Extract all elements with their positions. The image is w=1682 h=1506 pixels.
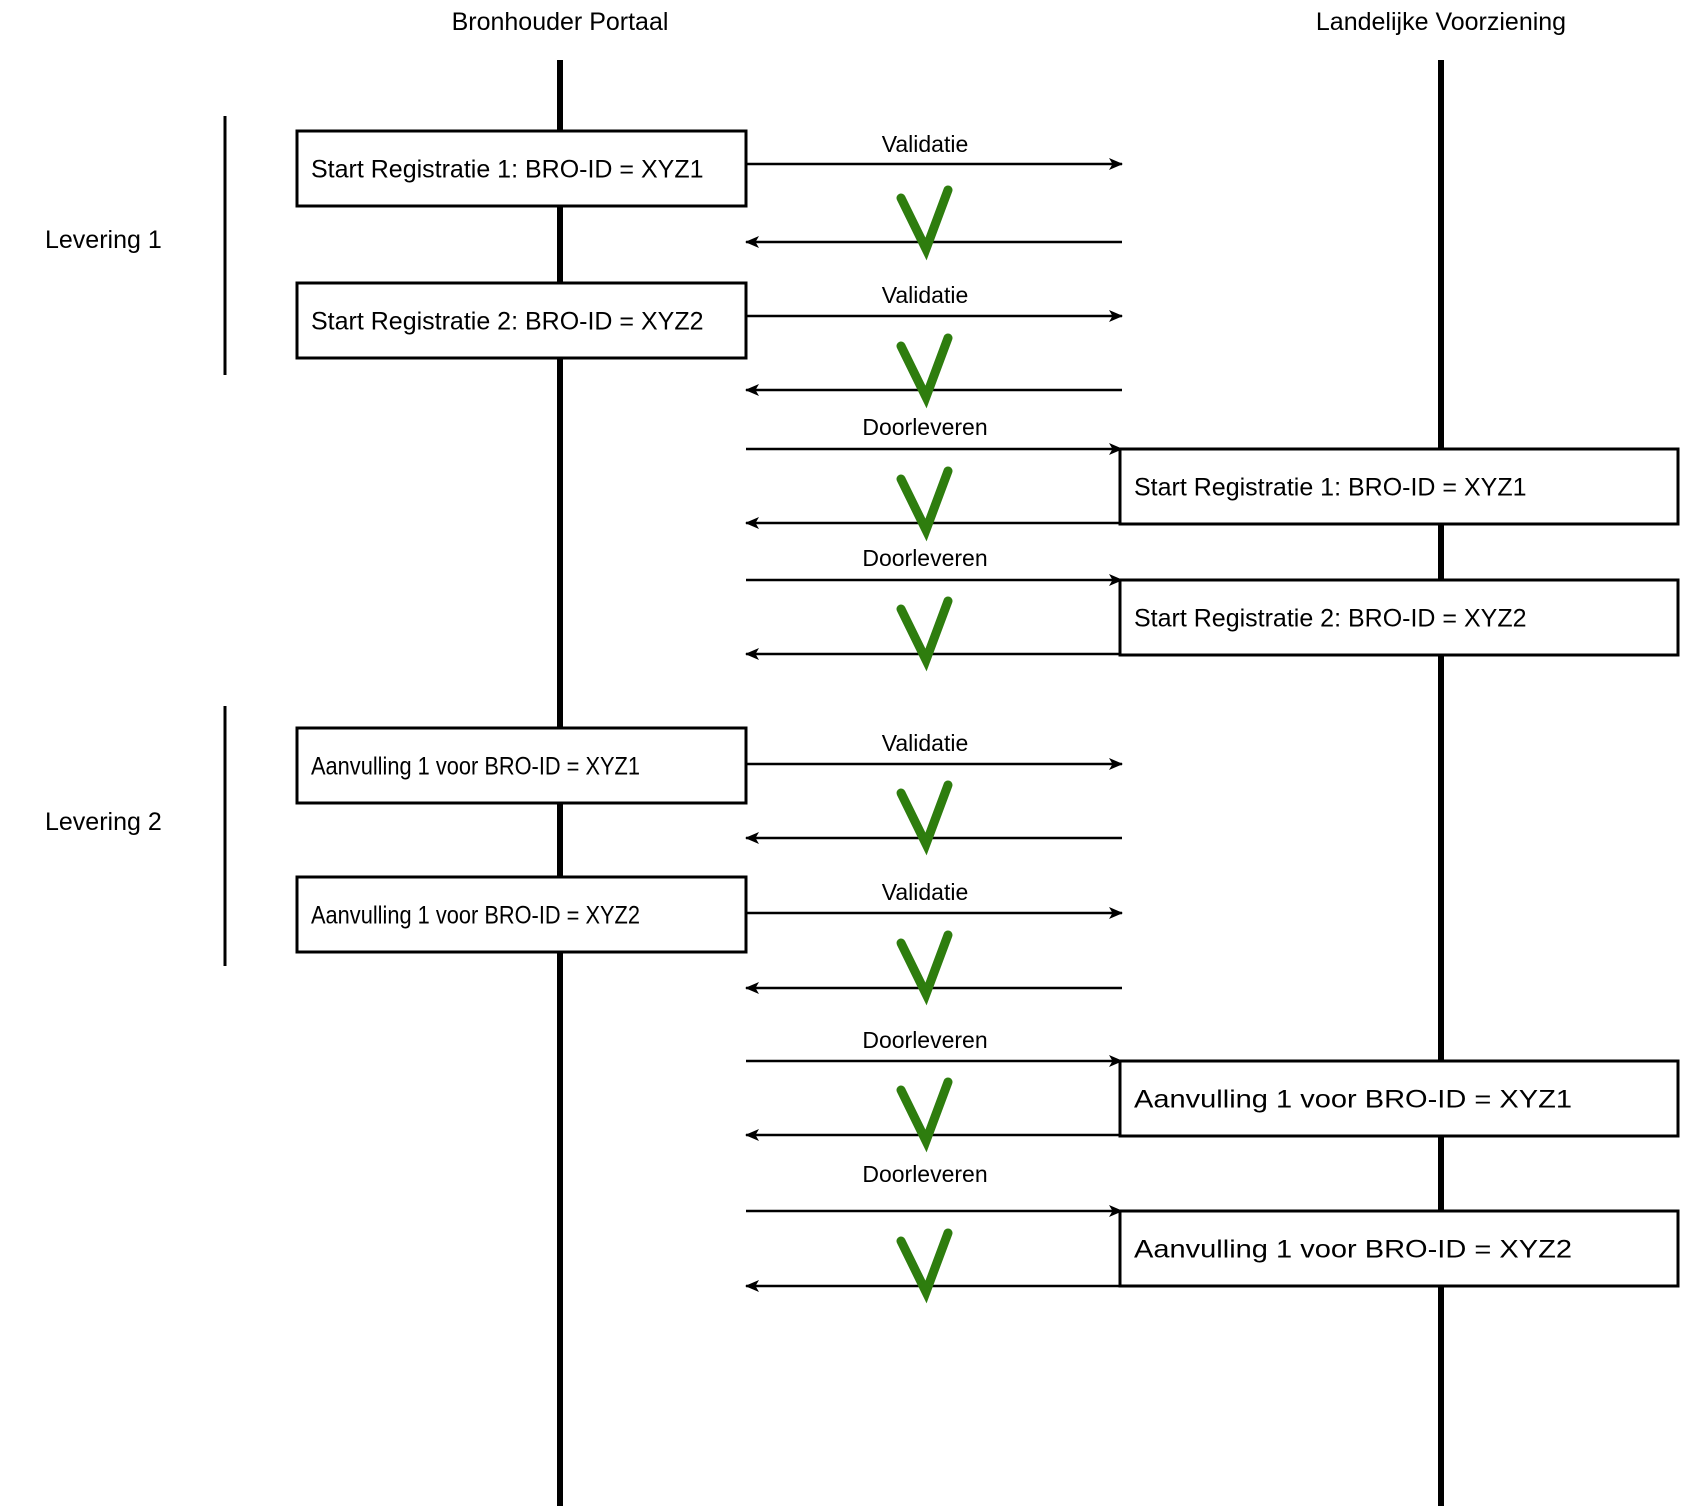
participant-header-bronhouder: Bronhouder Portaal <box>452 8 669 36</box>
bronhouder-box-label: Aanvulling 1 voor BRO-ID = XYZ1 <box>311 753 640 781</box>
landelijke-box-label: Start Registratie 2: BRO-ID = XYZ2 <box>1134 605 1527 633</box>
message-label-m7: Doorleveren <box>862 545 987 571</box>
bronhouder-box-frame <box>295 875 748 954</box>
landelijke-box-frame <box>1118 1059 1680 1138</box>
activation-boxes-layer: Start Registratie 1: BRO-ID = XYZ1Start … <box>295 129 1680 1288</box>
validation-check-icon <box>896 780 953 856</box>
bronhouder-message-box: Aanvulling 1 voor BRO-ID = XYZ2 <box>295 875 748 954</box>
bronhouder-box-frame <box>295 281 748 360</box>
landelijke-box-label: Start Registratie 1: BRO-ID = XYZ1 <box>1134 474 1527 502</box>
message-label-m5: Doorleveren <box>862 414 987 440</box>
message-label-m3: Validatie <box>882 282 969 308</box>
bronhouder-box-frame <box>295 129 748 208</box>
validation-check-icon <box>896 333 953 409</box>
message-label-m1: Validatie <box>882 131 969 157</box>
group-brackets-layer: Levering 1 Levering 2 <box>45 116 227 966</box>
landelijke-box-label: Aanvulling 1 voor BRO-ID = XYZ2 <box>1134 1236 1572 1264</box>
validation-check-icon <box>896 1077 953 1153</box>
validation-check-icon <box>896 1228 953 1304</box>
group-label-levering-1: Levering 1 <box>45 226 162 254</box>
participant-header-landelijke: Landelijke Voorziening <box>1316 8 1566 36</box>
validation-check-icon <box>896 930 953 1006</box>
bronhouder-box-label: Start Registratie 2: BRO-ID = XYZ2 <box>311 308 704 336</box>
bronhouder-message-box: Start Registratie 2: BRO-ID = XYZ2 <box>295 281 748 360</box>
message-label-m9: Validatie <box>882 730 969 756</box>
validation-check-icon <box>896 596 953 672</box>
group-label-levering-2: Levering 2 <box>45 808 162 836</box>
landelijke-box-frame <box>1118 1209 1680 1288</box>
message-label-m15: Doorleveren <box>862 1161 987 1187</box>
message-label-m13: Doorleveren <box>862 1027 987 1053</box>
participant-headers-layer: Bronhouder Portaal Landelijke Voorziening <box>452 8 1567 36</box>
messages-layer: ValidatieValidatieDoorleverenDoorleveren… <box>745 131 1123 1292</box>
bronhouder-message-box: Start Registratie 1: BRO-ID = XYZ1 <box>295 129 748 208</box>
landelijke-box-frame <box>1118 578 1680 657</box>
landelijke-message-box: Aanvulling 1 voor BRO-ID = XYZ2 <box>1118 1209 1680 1288</box>
checkmarks-layer <box>896 185 953 1304</box>
landelijke-message-box: Start Registratie 2: BRO-ID = XYZ2 <box>1118 578 1680 657</box>
message-label-m11: Validatie <box>882 879 969 905</box>
bronhouder-box-label: Aanvulling 1 voor BRO-ID = XYZ2 <box>311 902 640 930</box>
landelijke-box-label: Aanvulling 1 voor BRO-ID = XYZ1 <box>1134 1086 1572 1114</box>
bronhouder-box-label: Start Registratie 1: BRO-ID = XYZ1 <box>311 156 704 184</box>
bronhouder-message-box: Aanvulling 1 voor BRO-ID = XYZ1 <box>295 726 748 805</box>
landelijke-box-frame <box>1118 447 1680 526</box>
validation-check-icon <box>896 185 953 261</box>
landelijke-message-box: Aanvulling 1 voor BRO-ID = XYZ1 <box>1118 1059 1680 1138</box>
landelijke-message-box: Start Registratie 1: BRO-ID = XYZ1 <box>1118 447 1680 526</box>
bronhouder-box-frame <box>295 726 748 805</box>
validation-check-icon <box>896 466 953 542</box>
